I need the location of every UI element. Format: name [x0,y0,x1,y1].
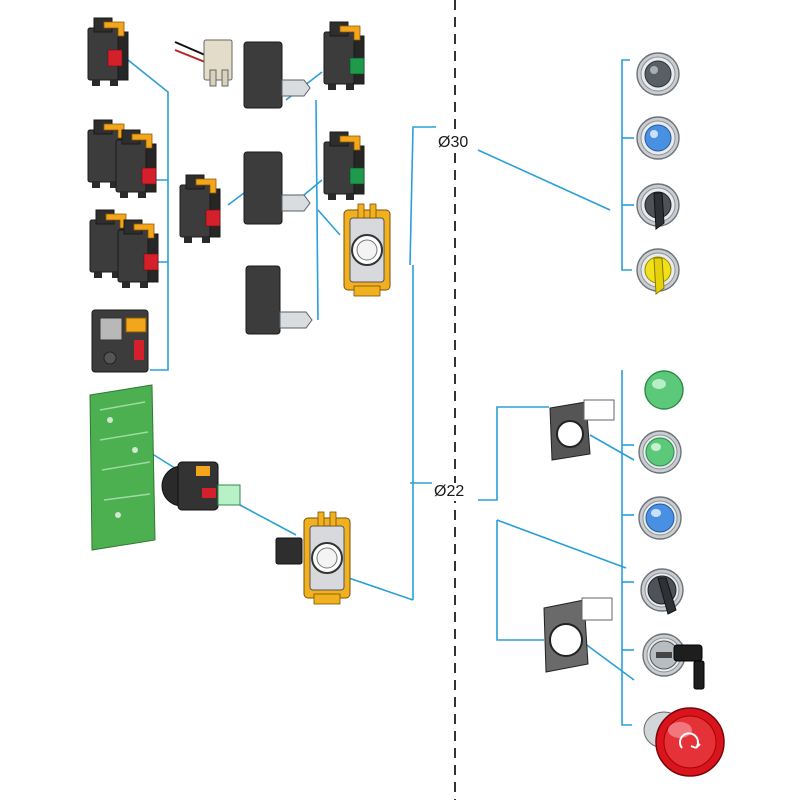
key-switch-icon [642,633,705,690]
selector-switch-icon [640,568,684,615]
light-block-icon [245,265,313,335]
contact-block-icon [89,209,159,289]
legend-holder-icon [549,399,615,461]
pushbutton-head-icon [638,430,682,474]
legend-holder-icon [543,597,613,673]
contact-block-icon [87,119,157,199]
pushbutton-head-icon [638,496,682,540]
wire-connector-icon [174,39,233,87]
pcb-pushbutton-body-icon [161,461,241,511]
contact-block-icon [179,174,221,244]
diameter-30-label: Ø30 [436,134,471,152]
emergency-stop-icon [643,707,725,777]
pushbutton-head-icon [636,116,680,160]
light-block-icon [243,151,311,225]
pushbutton-head-icon [636,52,680,96]
printed-circuit-board-icon [89,384,156,551]
contact-block-icon [87,17,129,87]
selector-switch-icon [636,248,680,295]
contact-block-icon [323,21,365,91]
contact-block-icon [323,131,365,201]
fixing-collar-icon [275,511,351,605]
diameter-22-label: Ø22 [432,483,467,501]
selector-switch-icon [636,183,680,230]
light-block-icon [91,309,149,373]
fixing-collar-icon [343,203,391,297]
pushbutton-head-icon [644,370,684,410]
light-block-icon [243,41,311,109]
